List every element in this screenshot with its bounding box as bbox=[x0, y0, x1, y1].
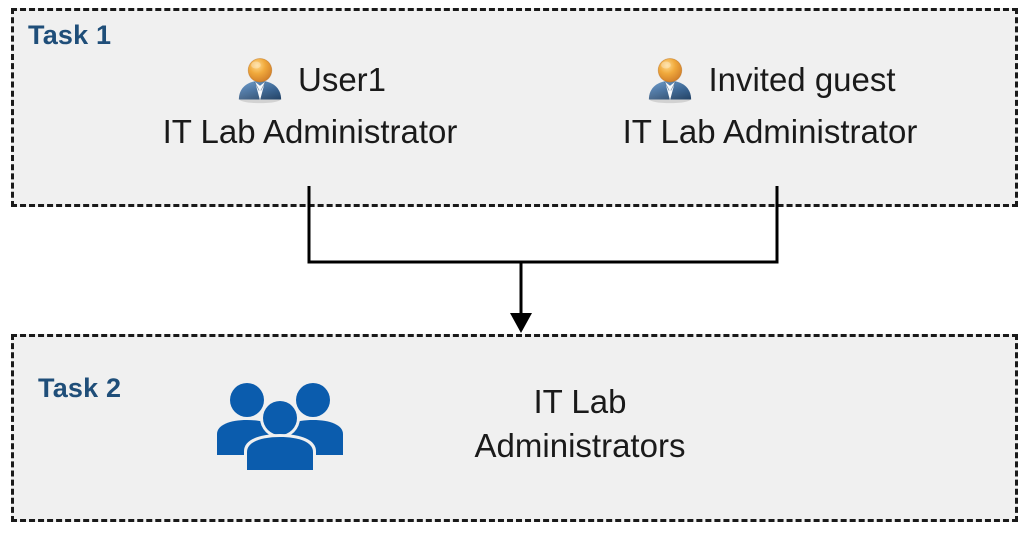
task-1-member-invited-guest: Invited guest IT Lab Administrator bbox=[580, 52, 960, 154]
user-icon bbox=[649, 58, 692, 104]
group-name-line-2: Administrators bbox=[474, 427, 686, 464]
member-name-row: Invited guest bbox=[580, 52, 960, 108]
task-1-container bbox=[11, 8, 1018, 207]
member-role: IT Lab Administrator bbox=[622, 113, 918, 150]
group-icon-wrapper bbox=[190, 378, 370, 470]
user-icon bbox=[238, 58, 282, 104]
group-name-line-1: IT Lab bbox=[533, 383, 627, 420]
member-role: IT Lab Administrator bbox=[162, 113, 458, 150]
group-name: IT Lab Administrators bbox=[370, 380, 830, 468]
task-1-label: Task 1 bbox=[28, 20, 112, 50]
task-2-group-entry: IT Lab Administrators bbox=[190, 378, 830, 470]
group-of-people-icon bbox=[217, 383, 343, 470]
task-2-container bbox=[11, 334, 1018, 522]
member-name: User1 bbox=[297, 61, 387, 98]
task-1-member-user1: User1 IT Lab Administrator bbox=[120, 52, 500, 154]
down-arrow-icon bbox=[510, 313, 532, 333]
member-name: Invited guest bbox=[708, 61, 896, 98]
task-2-label: Task 2 bbox=[38, 373, 122, 403]
member-name-row: User1 bbox=[120, 52, 500, 108]
